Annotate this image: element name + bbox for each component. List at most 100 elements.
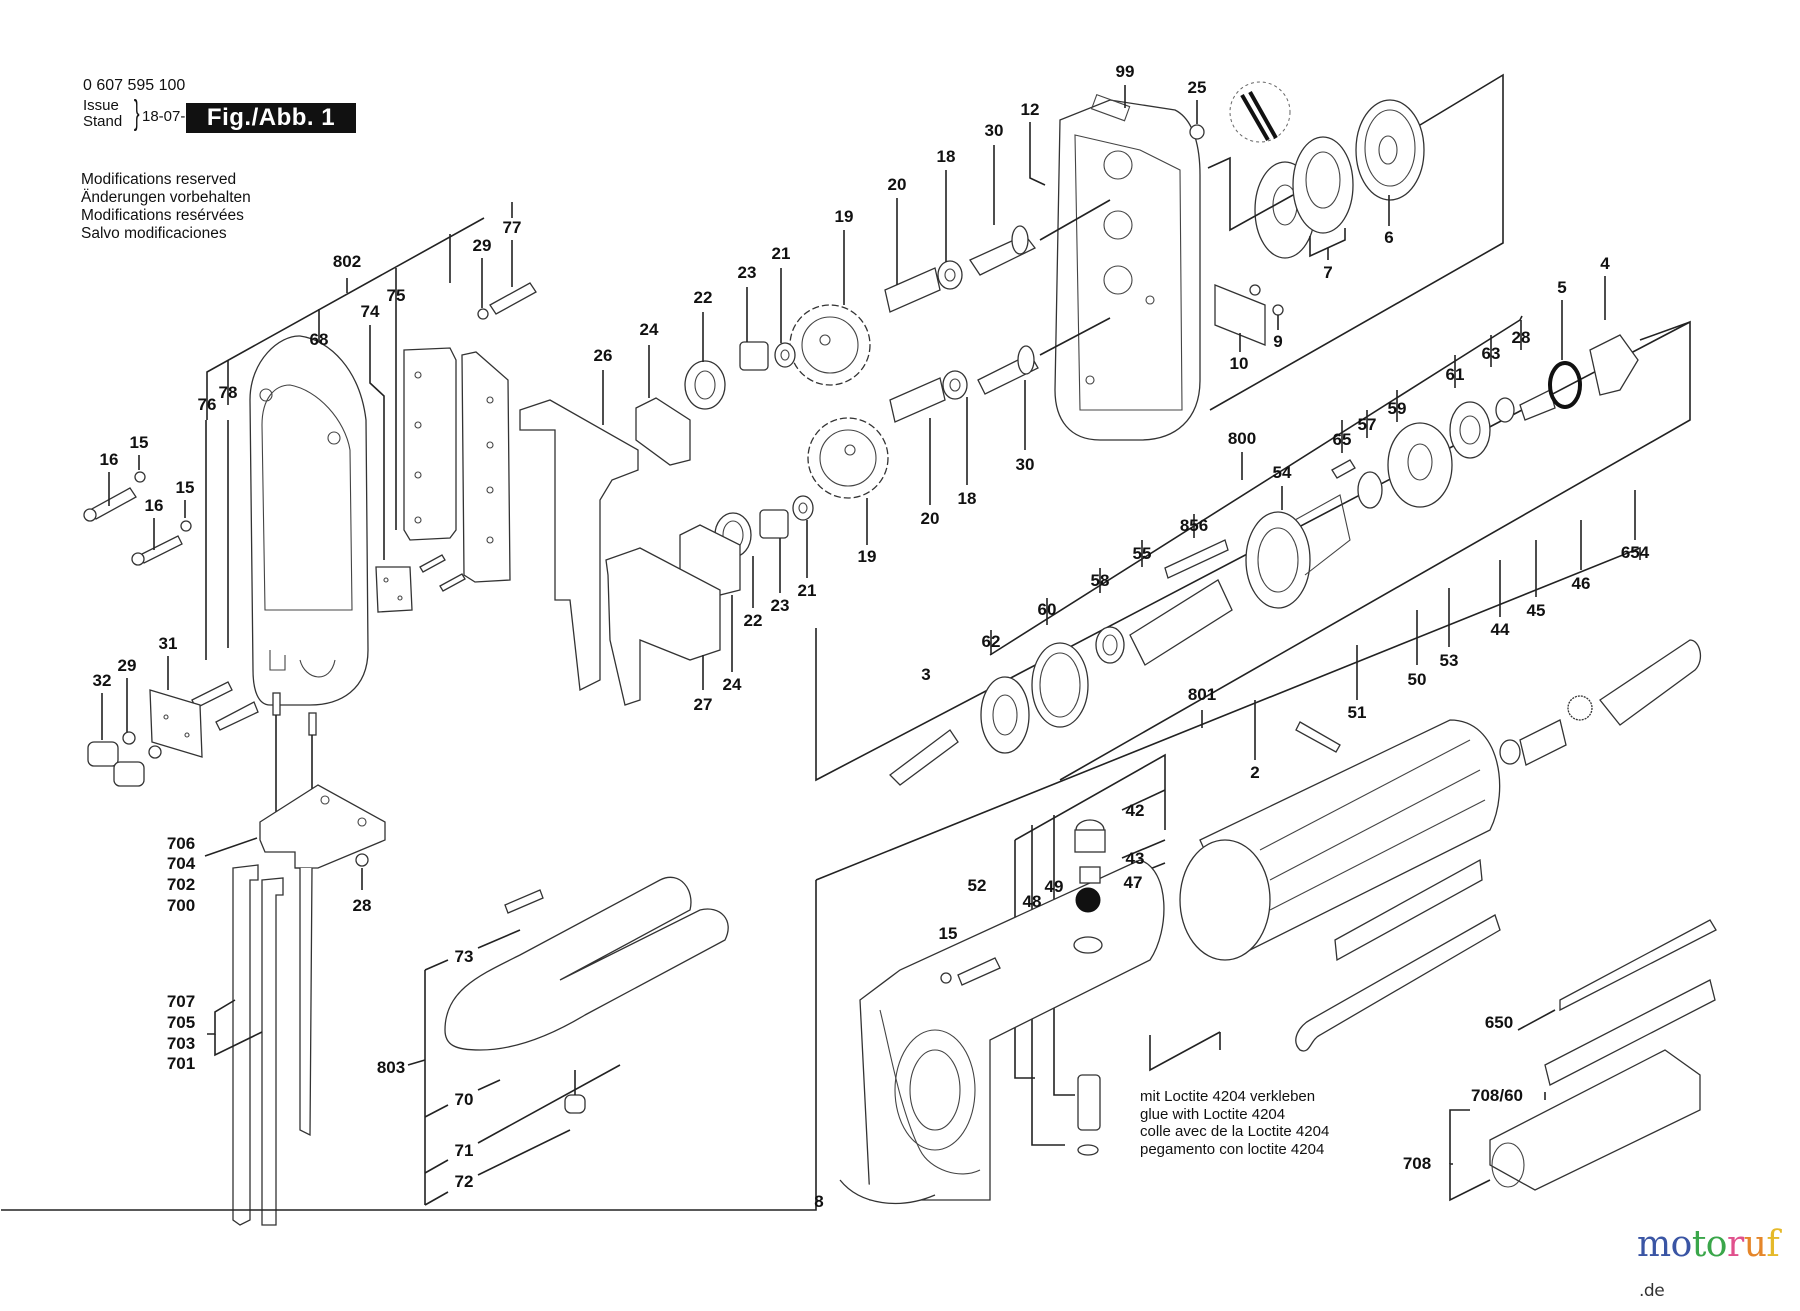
callout-24-lower: 24 [722, 675, 742, 694]
callout-7: 7 [1323, 263, 1333, 282]
blade-holder-and-blades [204, 692, 386, 1226]
watermark-letter: t [1691, 1224, 1706, 1265]
callout-708-60: 708/60 [1471, 1086, 1523, 1105]
callout-10: 10 [1229, 354, 1249, 373]
callout-15-lower: 15 [175, 478, 195, 497]
callout-15-housing: 15 [938, 924, 958, 943]
document-number: 0 607 595 100 [83, 77, 186, 94]
callout-700: 700 [166, 896, 196, 915]
callout-28-holder: 28 [352, 896, 372, 915]
callout-701: 701 [166, 1054, 196, 1073]
callout-75: 75 [386, 286, 406, 305]
callout-24: 24 [639, 320, 659, 339]
group-802-bracket [206, 202, 513, 560]
group-801-bracket [1, 490, 1641, 1211]
callout-802: 802 [332, 252, 362, 271]
callout-21: 21 [771, 244, 791, 263]
callout-42: 42 [1125, 801, 1145, 820]
callout-50: 50 [1407, 670, 1427, 689]
callout-52: 52 [967, 876, 987, 895]
loctite-note-es: pegamento con loctite 4204 [1140, 1140, 1325, 1158]
callout-55: 55 [1132, 544, 1152, 563]
housing-part-68 [249, 335, 369, 706]
callout-800: 800 [1227, 429, 1257, 448]
callout-65: 65 [1332, 430, 1352, 449]
callout-47: 47 [1123, 873, 1143, 892]
watermark-letter: f [1766, 1224, 1780, 1265]
callout-650: 650 [1484, 1013, 1514, 1032]
callout-73: 73 [454, 947, 474, 966]
callout-57: 57 [1357, 415, 1377, 434]
callout-45: 45 [1526, 601, 1546, 620]
loctite-note-fr: colle avec de la Loctite 4204 [1140, 1123, 1330, 1140]
table-group-803 [407, 876, 729, 1206]
watermark-letter: m [1637, 1224, 1671, 1265]
modifications-notice-es: Salvo modificaciones [81, 225, 227, 242]
callout-708: 708 [1402, 1154, 1432, 1173]
callout-18-lower: 18 [957, 489, 977, 508]
callout-856: 856 [1179, 516, 1209, 535]
callout-801: 801 [1187, 685, 1217, 704]
callout-20: 20 [887, 175, 907, 194]
callout-16-lower: 16 [144, 496, 164, 515]
callout-51: 51 [1347, 703, 1367, 722]
callout-53: 53 [1439, 651, 1459, 670]
callout-59: 59 [1387, 399, 1407, 418]
callout-2: 2 [1250, 763, 1260, 782]
callout-76: 76 [197, 395, 217, 414]
modifications-notice-fr: Modifications resérvées [81, 207, 244, 224]
callout-705: 705 [166, 1013, 196, 1032]
callout-71: 71 [454, 1141, 474, 1160]
springs-and-plate-31 [87, 420, 259, 787]
callout-31: 31 [158, 634, 178, 653]
callout-702: 702 [166, 875, 196, 894]
callout-706: 706 [166, 834, 196, 853]
callout-49: 49 [1044, 877, 1064, 896]
callout-16-upper: 16 [99, 450, 119, 469]
loctite-note-en: glue with Loctite 4204 [1140, 1105, 1286, 1123]
callout-77: 77 [502, 218, 522, 237]
issue-stand-label: Issue Stand [83, 98, 122, 130]
callout-19-lower: 19 [857, 547, 877, 566]
loctite-note-de: mit Loctite 4204 verkleben [1140, 1088, 1316, 1105]
callout-27: 27 [693, 695, 713, 714]
callout-707: 707 [166, 992, 196, 1011]
plate-parts [375, 282, 537, 613]
callout-43: 43 [1125, 849, 1145, 868]
callout-5: 5 [1557, 278, 1567, 297]
issue-brace: } [133, 94, 140, 132]
issue-label: Issue [83, 97, 119, 114]
watermark-domain: .de [1639, 1281, 1665, 1301]
gear-assembly [519, 73, 1504, 706]
callout-15-upper: 15 [129, 433, 149, 452]
callout-23: 23 [737, 263, 757, 282]
callout-48: 48 [1022, 892, 1042, 911]
modifications-notice-en: Modifications reserved [81, 171, 237, 188]
callout-32: 32 [92, 671, 112, 690]
motor-internal-parts [889, 334, 1639, 786]
callout-62: 62 [981, 632, 1001, 651]
callout-60: 60 [1037, 600, 1057, 619]
modifications-notice: Modifications reserved Änderungen vorbeh… [81, 171, 251, 243]
callout-3: 3 [921, 665, 931, 684]
callout-8: 8 [814, 1192, 824, 1211]
housing-801-parts [839, 639, 1717, 1205]
callout-704: 704 [166, 854, 196, 873]
callout-63: 63 [1481, 344, 1501, 363]
watermark-letter: u [1743, 1224, 1767, 1265]
callout-30-lower: 30 [1015, 455, 1035, 474]
callout-78: 78 [218, 383, 238, 402]
motoruf-watermark-logo: motoruf .de [1637, 1225, 1800, 1311]
callout-21-lower: 21 [797, 581, 817, 600]
figure-label: Fig./Abb. 1 [186, 103, 356, 133]
watermark-letter: o [1705, 1224, 1728, 1265]
watermark-letter: o [1670, 1224, 1693, 1265]
watermark-letter: r [1726, 1224, 1744, 1265]
callout-9: 9 [1273, 332, 1283, 351]
callout-654: 654 [1620, 543, 1650, 562]
screws-16-15 [83, 455, 192, 566]
callout-22-lower: 22 [743, 611, 763, 630]
callout-29-washer: 29 [472, 236, 492, 255]
callout-74: 74 [360, 302, 380, 321]
callout-25: 25 [1187, 78, 1207, 97]
